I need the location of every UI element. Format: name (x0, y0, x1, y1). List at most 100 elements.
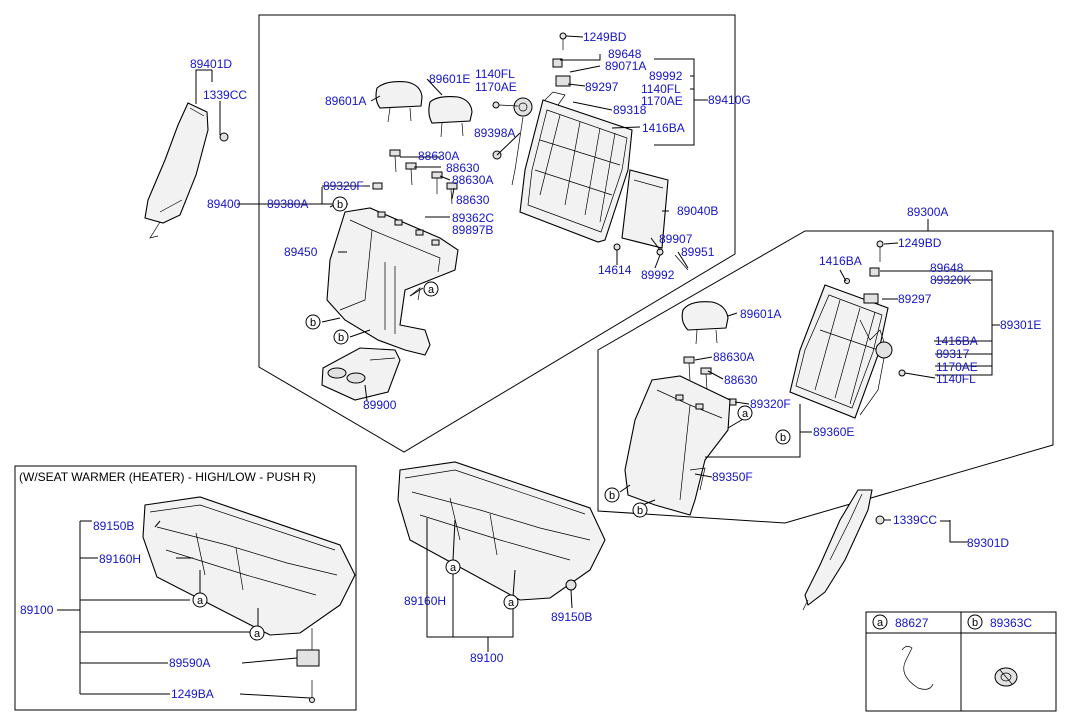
part-label: 89071A (605, 59, 646, 73)
svg-text:b: b (637, 505, 643, 517)
part-label: 88630A (713, 350, 754, 364)
headrest-guides (372, 149, 458, 205)
part-label: 89590A (169, 656, 210, 670)
part-label: 89297 (585, 80, 619, 94)
svg-text:b: b (310, 317, 316, 329)
legend-part-a: 88627 (895, 616, 929, 630)
side-bolster-rh (802, 489, 885, 611)
leader-lines (57, 35, 1000, 699)
seat-cushion-heater (142, 496, 356, 703)
part-label: 89318 (613, 103, 647, 117)
callout-b-3: b (333, 329, 349, 345)
part-label: 89320F (323, 179, 364, 193)
svg-text:b: b (338, 332, 344, 344)
part-label: 1249BD (898, 236, 942, 250)
callout-b-1: b (332, 196, 348, 212)
part-label: 89160H (99, 552, 141, 566)
part-label: 89601E (429, 72, 470, 86)
svg-text:a: a (428, 284, 435, 296)
part-label: 89100 (20, 603, 54, 617)
part-label: 89350F (712, 470, 753, 484)
part-label: 1249BD (583, 30, 627, 44)
part-label: 88630A (418, 149, 459, 163)
part-label: 89601A (740, 307, 781, 321)
svg-text:b: b (337, 199, 343, 211)
part-label: 89100 (470, 651, 504, 665)
part-label: 1416BA (819, 254, 862, 268)
svg-text:b: b (780, 432, 786, 444)
fastener-89363c-icon (994, 667, 1018, 687)
part-label: 1140FL (936, 372, 976, 386)
part-label: 1140FL (641, 82, 681, 96)
armrest (321, 347, 401, 401)
svg-text:a: a (254, 628, 261, 640)
part-label: 89907 (659, 232, 693, 246)
svg-text:a: a (877, 617, 884, 629)
svg-text:a: a (450, 562, 457, 574)
part-label: 89900 (363, 398, 397, 412)
part-label: 89150B (93, 519, 134, 533)
part-label: 89401D (190, 57, 232, 71)
part-label: 89951 (681, 245, 715, 259)
headrest-89601e (428, 96, 473, 138)
part-label: 88630A (452, 173, 493, 187)
side-bolster-lh (144, 102, 229, 239)
part-label: 88630 (724, 373, 758, 387)
part-label: 1140FL (475, 67, 515, 81)
part-label: 89400 (207, 197, 241, 211)
rear-seat-back-group-frame (258, 14, 736, 453)
part-label: 14614 (598, 263, 632, 277)
seat-cushion-center (397, 461, 606, 601)
part-label: 1416BA (642, 121, 685, 135)
part-label: 1170AE (936, 360, 978, 374)
callout-a-4: a (249, 625, 265, 641)
part-label: 89320K (930, 273, 971, 287)
part-label: 89648 (930, 261, 964, 275)
rh-seat-back-frame (789, 240, 906, 419)
part-label: 89450 (284, 245, 318, 259)
part-label: 89992 (649, 69, 683, 83)
part-label: 89398A (474, 126, 515, 140)
part-label: 1339CC (893, 513, 937, 527)
callout-a-2: a (737, 405, 753, 421)
headrest-guides-rh (683, 356, 737, 406)
svg-text:b: b (972, 617, 978, 629)
callout-b-5: b (604, 487, 620, 503)
legend-callout-b: b (967, 614, 983, 630)
callout-a-6: a (503, 594, 519, 610)
part-label: 89320F (750, 397, 791, 411)
svg-text:a: a (508, 597, 515, 609)
part-label: 89362C (452, 211, 494, 225)
seat-warmer-group-frame (14, 465, 357, 711)
part-label: 89301E (1000, 318, 1041, 332)
headrest-89601a (375, 81, 423, 123)
part-labels: 89401D 1339CC 89400 89601A 89601E 1140FL… (20, 30, 1041, 701)
callout-b-6: b (632, 502, 648, 518)
part-label: 89897B (452, 223, 493, 237)
part-label: 89992 (641, 268, 675, 282)
part-label: 89297 (898, 292, 932, 306)
part-label: 89380A (267, 197, 308, 211)
seat-back-frame (492, 32, 633, 243)
part-label: 88630 (456, 193, 490, 207)
part-label: 89300A (907, 205, 948, 219)
part-label: 1339CC (203, 88, 247, 102)
part-label: 88630 (446, 161, 480, 175)
part-label: 89160H (404, 594, 446, 608)
legend-part-b: 89363C (990, 616, 1032, 630)
part-label: 89410G (708, 93, 751, 107)
callout-a-5: a (445, 559, 461, 575)
rh-seat-back-group-frame (597, 230, 1054, 524)
part-label: 89601A (325, 94, 366, 108)
part-label: 1170AE (475, 80, 517, 94)
callout-b-4: b (775, 429, 791, 445)
part-label: 89040B (677, 204, 718, 218)
part-label: 1170AE (641, 94, 683, 108)
group-title: (W/SEAT WARMER (HEATER) - HIGH/LOW - PUS… (19, 470, 316, 484)
callout-b-2: b (305, 314, 321, 330)
rh-seat-back-assy (624, 375, 731, 516)
svg-text:a: a (197, 595, 204, 607)
part-label: 89317 (936, 347, 970, 361)
part-label: 89301D (967, 536, 1009, 550)
